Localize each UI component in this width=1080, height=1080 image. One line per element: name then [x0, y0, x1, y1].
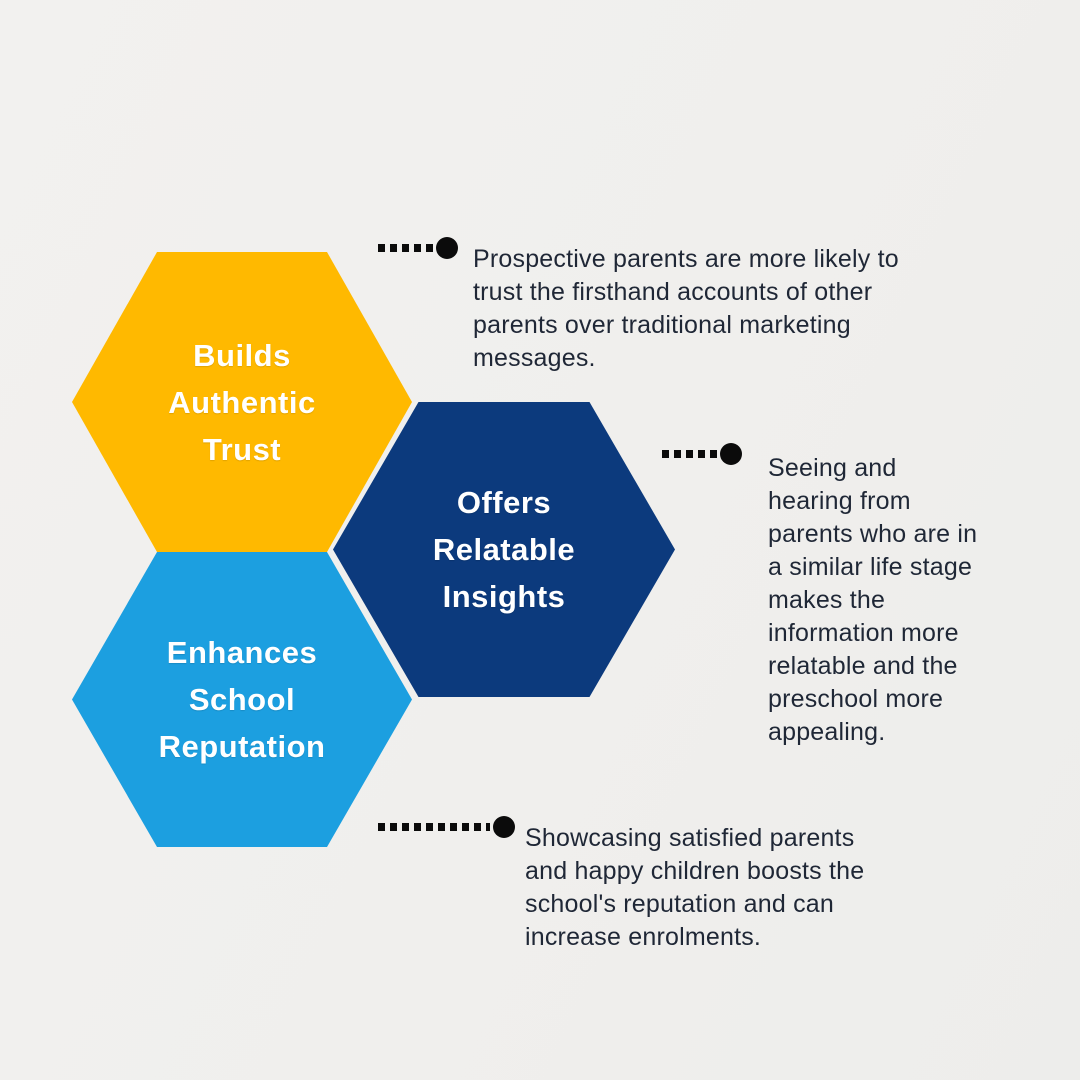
bullet-dot-icon	[720, 443, 742, 465]
leader-line-trust	[378, 237, 458, 259]
bullet-dot-icon	[493, 816, 515, 838]
dashed-line-icon	[378, 823, 490, 831]
bullet-dot-icon	[436, 237, 458, 259]
dashed-line-icon	[662, 450, 717, 458]
hexagon-label-enhances-school-reputation: Enhances School Reputation	[158, 635, 326, 764]
leader-line-insights	[662, 443, 742, 465]
hexagon-label-offers-relatable-insights: Offers Relatable Insights	[432, 485, 576, 614]
dashed-line-icon	[378, 244, 433, 252]
hexagon-label-builds-authentic-trust: Builds Authentic Trust	[168, 337, 316, 467]
leader-line-reputation	[378, 816, 515, 838]
hexagon-enhances-school-reputation: Enhances School Reputation	[72, 552, 412, 847]
callout-text-reputation: Showcasing satisfied parents and happy c…	[525, 824, 865, 951]
callout-text-insights: Seeing and hearing from parents who are …	[768, 454, 978, 746]
callout-text-trust: Prospective parents are more likely to t…	[473, 245, 899, 372]
